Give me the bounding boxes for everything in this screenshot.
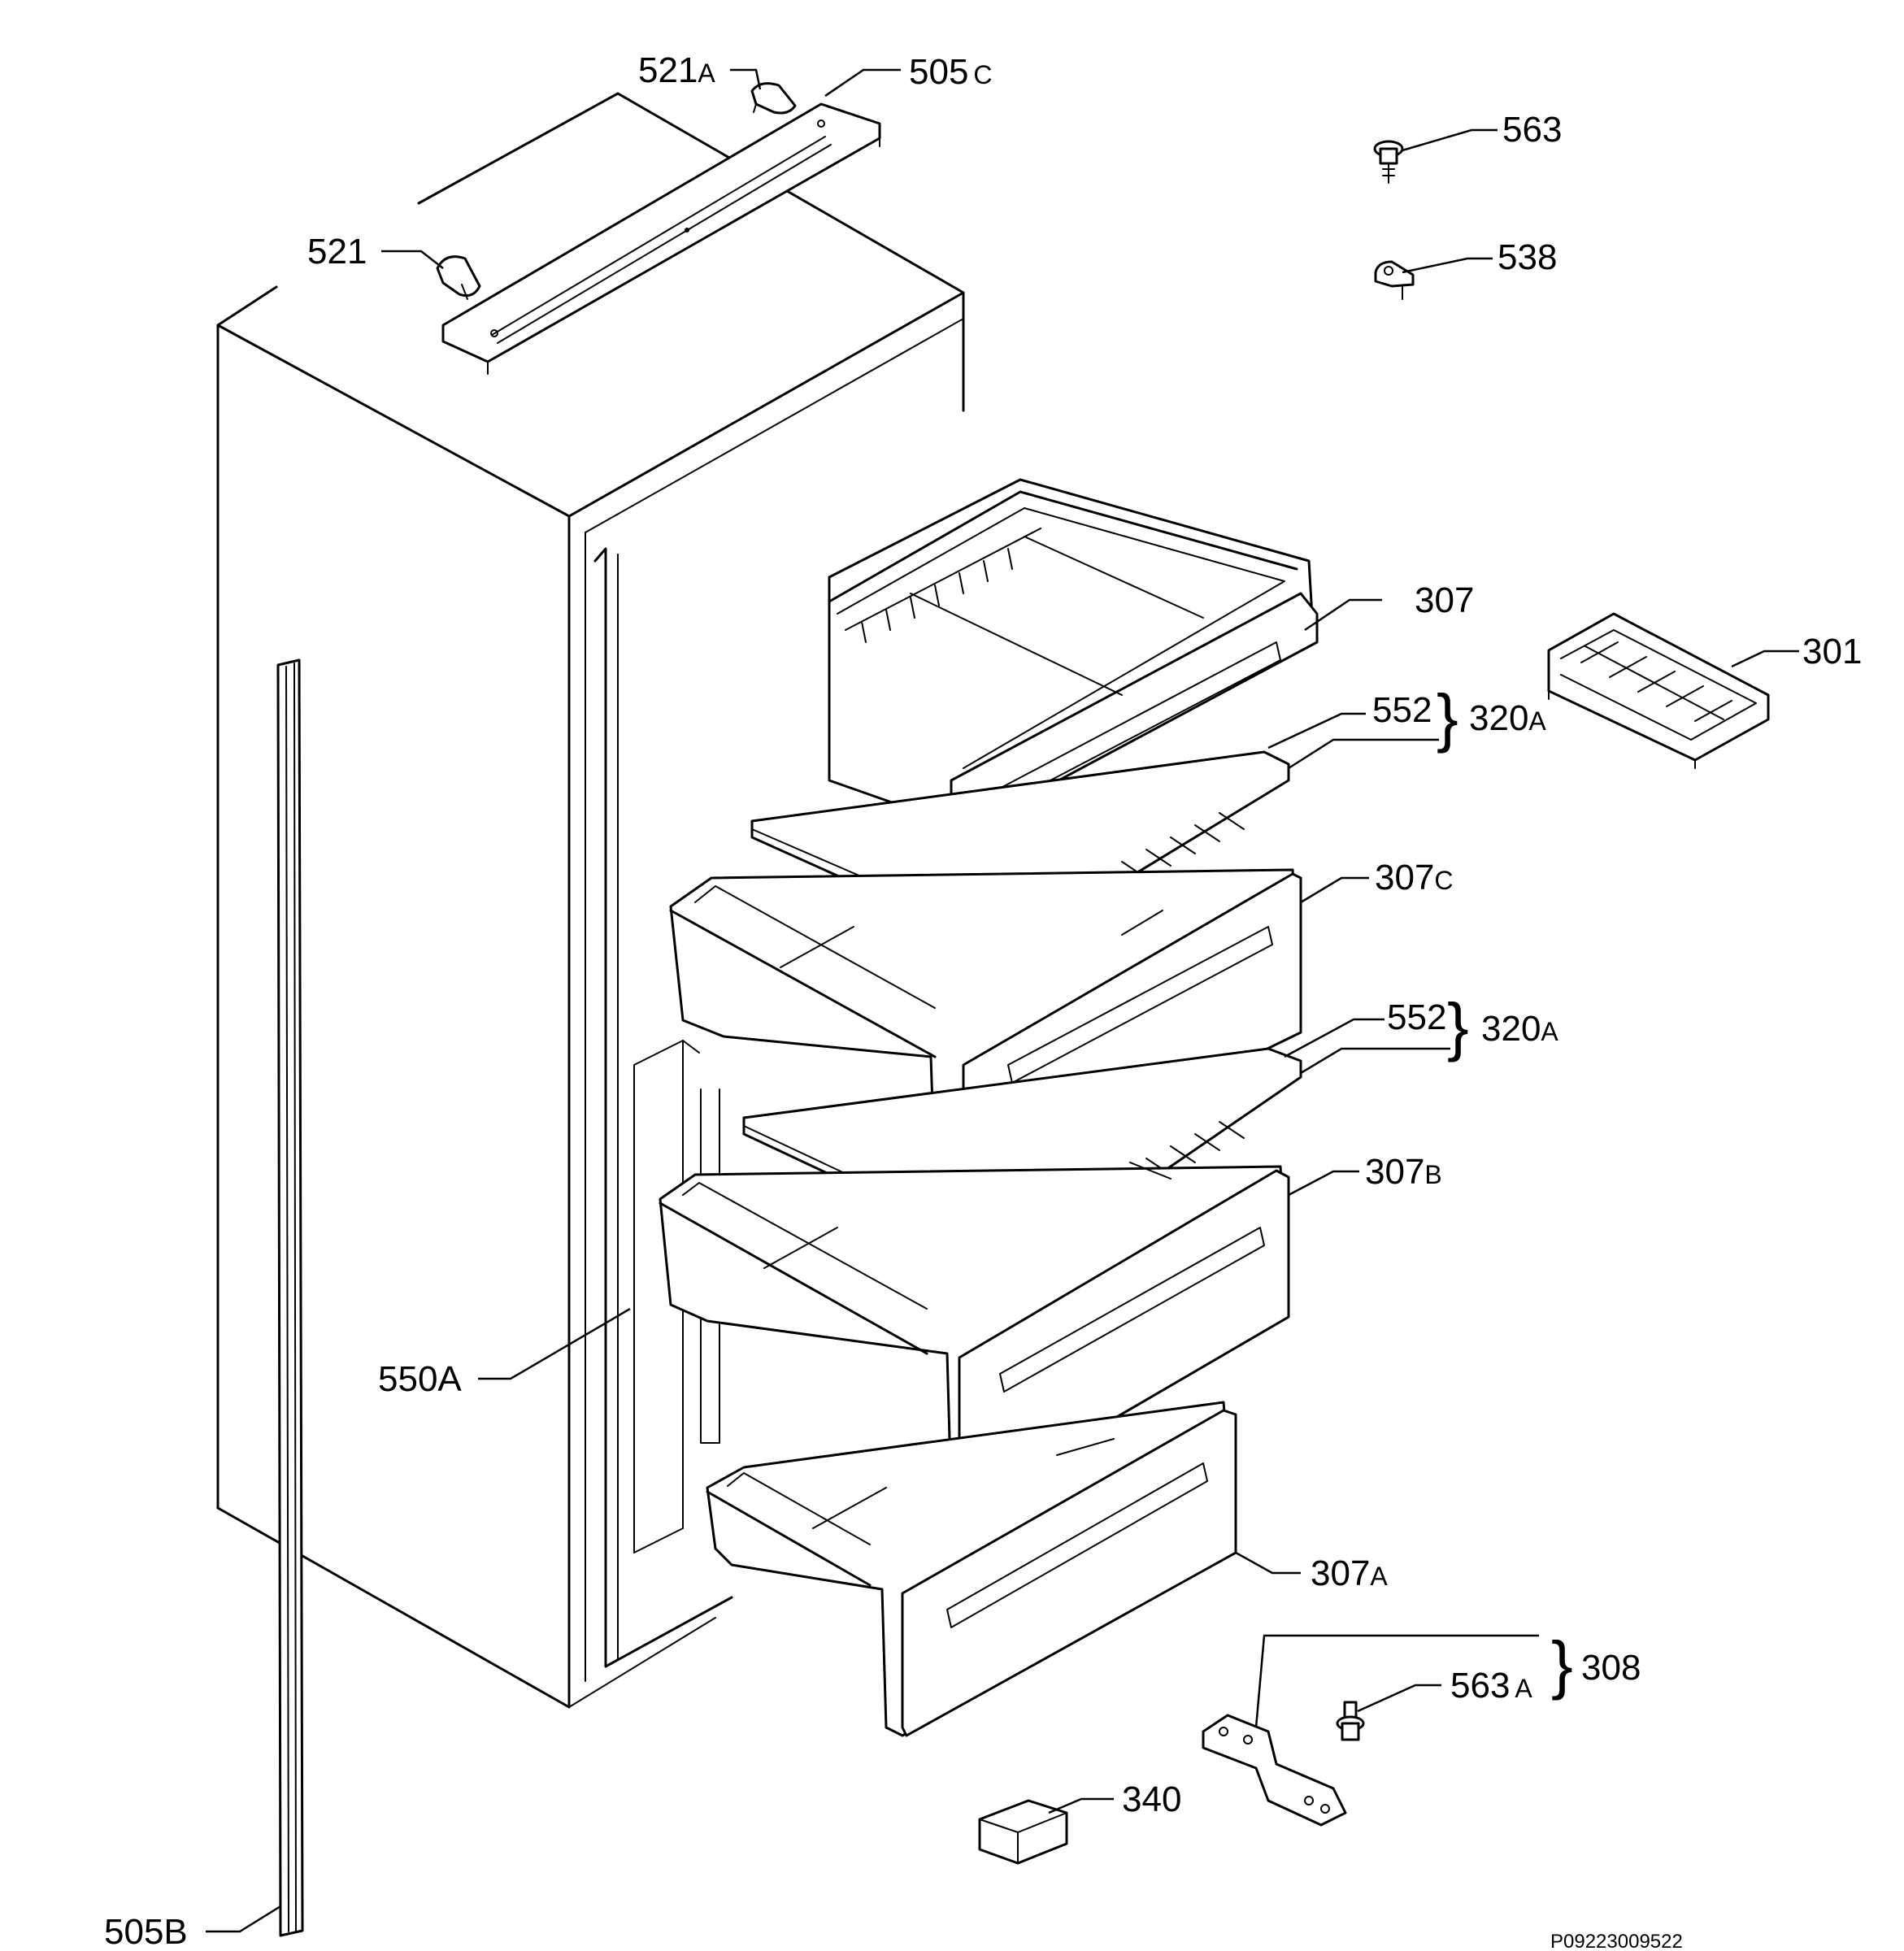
label-320A-top: 320A bbox=[1469, 698, 1546, 738]
leader-lines bbox=[206, 68, 1799, 1933]
brace-308: } bbox=[1551, 1628, 1573, 1701]
drawing-code: P09223009522 bbox=[1550, 1931, 1683, 1951]
screw-563 bbox=[1373, 140, 1404, 184]
label-563: 563 bbox=[1502, 110, 1562, 150]
label-340: 340 bbox=[1122, 1779, 1181, 1819]
label-301: 301 bbox=[1802, 632, 1862, 671]
bracket-538 bbox=[1374, 260, 1415, 300]
drawer-307A bbox=[706, 1401, 1237, 1737]
block-340 bbox=[978, 1799, 1068, 1865]
ice-cube-tray bbox=[1547, 612, 1770, 769]
label-320A-mid: 320A bbox=[1481, 1009, 1558, 1049]
label-552-top: 552 bbox=[1372, 690, 1432, 730]
bottom-hinge bbox=[1202, 1714, 1347, 1827]
top-hinge-bar bbox=[441, 102, 881, 375]
brace-320A-top: } bbox=[1437, 681, 1458, 754]
label-308: 308 bbox=[1581, 1648, 1641, 1688]
brace-320A-mid: } bbox=[1447, 990, 1469, 1062]
label-307B: 307B bbox=[1365, 1152, 1442, 1192]
hinge-cap-521A bbox=[750, 82, 797, 115]
label-538: 538 bbox=[1498, 237, 1557, 277]
label-521: 521 bbox=[307, 232, 367, 272]
hinge-cap-521 bbox=[436, 255, 481, 300]
top-drawer-grille bbox=[845, 528, 1041, 643]
cabinet bbox=[216, 92, 965, 1709]
door-seal-strip bbox=[276, 658, 304, 1937]
label-307A: 307A bbox=[1311, 1553, 1388, 1593]
label-505B: 505B bbox=[104, 1912, 188, 1951]
label-307C: 307C bbox=[1375, 858, 1454, 897]
label-550A: 550A bbox=[378, 1359, 462, 1399]
label-552-mid: 552 bbox=[1387, 997, 1446, 1037]
screw-563A bbox=[1336, 1701, 1365, 1741]
label-307: 307 bbox=[1415, 580, 1474, 620]
top-drawer bbox=[828, 478, 1319, 831]
label-521A: 521A bbox=[638, 50, 715, 90]
